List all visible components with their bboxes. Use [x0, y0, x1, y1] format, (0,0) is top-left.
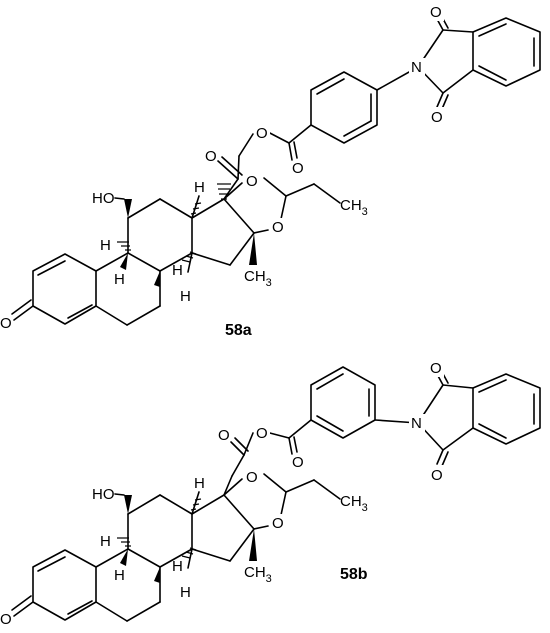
- phenylene-58b: [310, 366, 419, 439]
- ketone-o-58a: O: [205, 148, 217, 165]
- ester-o-58b: O: [256, 425, 268, 442]
- ester-o-58a: O: [256, 125, 268, 142]
- h-c9-58b: H: [100, 533, 111, 550]
- compound-58a: [11, 16, 541, 326]
- ketone-o-58b: O: [218, 427, 230, 444]
- o-acetal-2-58a: O: [272, 219, 284, 236]
- propyl-ch3-58b: CH3: [340, 493, 368, 514]
- caption-58b: 58b: [340, 566, 368, 583]
- oxo-top-58b: O: [430, 360, 442, 377]
- oxo-top-58a: O: [430, 4, 442, 21]
- hydroxy-58b: HO: [92, 486, 115, 503]
- o-acetal-2-58b: O: [272, 515, 284, 532]
- steroid-core-58a: [11, 177, 341, 326]
- phthalimide-58a: [417, 16, 541, 110]
- atom-labels-58b: O N O O O O H O O CH3 HO H H H CH3 H O 5…: [0, 359, 445, 628]
- n-imide-58b: N: [411, 415, 422, 432]
- h-c13-58b: H: [194, 475, 205, 492]
- ester-carbonyl-o-58a: O: [292, 160, 304, 177]
- oxo-bottom-58b: O: [431, 467, 443, 484]
- ester-linkage-58a: [217, 124, 312, 180]
- o-acetal-1-58a: O: [246, 173, 258, 190]
- steroid-core-58b: [11, 473, 341, 622]
- methyl-58b: CH3: [244, 564, 272, 585]
- caption-58a: 58a: [225, 322, 252, 339]
- n-imide-58a: N: [411, 59, 422, 76]
- h-c8-58a: H: [180, 288, 191, 305]
- oxo-bottom-58a: O: [431, 109, 443, 126]
- h-c10-58a: H: [114, 271, 125, 288]
- h-c14-58a: H: [172, 262, 183, 279]
- h-c8-58b: H: [180, 584, 191, 601]
- h-c13-58a: H: [194, 179, 205, 196]
- hydroxy-58a: HO: [92, 190, 115, 207]
- ester-carbonyl-o-58b: O: [292, 454, 304, 471]
- h-c9-58a: H: [100, 237, 111, 254]
- methyl-58a: CH3: [244, 268, 272, 289]
- phenylene-58a: [310, 66, 419, 144]
- atom-labels-58a: O N O O O O H O O CH3 HO H H H CH3 H O 5…: [0, 3, 445, 339]
- oxo-a-ring-58a: O: [0, 315, 12, 332]
- h-c14-58b: H: [172, 558, 183, 575]
- propyl-ch3-58a: CH3: [340, 197, 368, 218]
- phthalimide-58b: [417, 371, 541, 467]
- oxo-a-ring-58b: O: [0, 611, 12, 628]
- compound-58b: [11, 366, 541, 622]
- h-c10-58b: H: [114, 567, 125, 584]
- o-acetal-1-58b: O: [246, 469, 258, 486]
